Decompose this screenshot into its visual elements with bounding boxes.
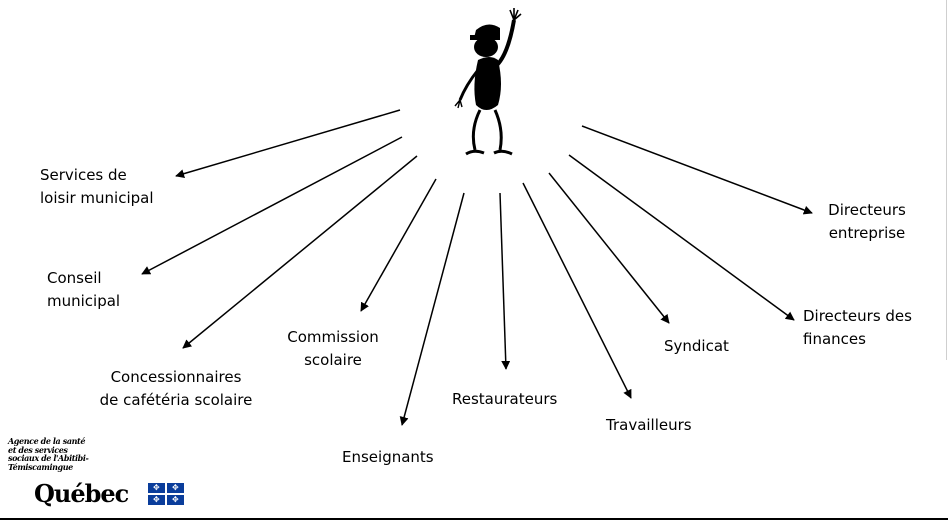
arrow-commission-scolaire	[360, 178, 437, 312]
label-concessionnaires: Concessionnaires de cafétéria scolaire	[99, 368, 253, 409]
label-syndicat: Syndicat	[664, 337, 729, 355]
agency-name: Agence de la santé et des services socia…	[8, 436, 89, 472]
label-directeurs-finances: Directeurs des finances	[803, 307, 912, 348]
label-directeurs-entreprise: Directeurs entreprise	[828, 201, 906, 242]
quebec-wordmark: Québec	[34, 479, 129, 508]
label-restaurateurs: Restaurateurs	[452, 390, 558, 408]
arrow-directeurs-finances	[568, 154, 795, 321]
arrow-syndicat	[548, 172, 670, 324]
label-services-loisir: Services de loisir municipal	[40, 166, 154, 207]
arrow-travailleurs	[522, 182, 632, 399]
fleurdelise-flag-icon: ✥ ✥ ✥ ✥	[148, 483, 184, 505]
right-edge-line	[946, 0, 947, 360]
arrow-services-loisir	[175, 109, 401, 179]
label-conseil-municipal: Conseil municipal	[47, 269, 121, 310]
arrow-restaurateurs	[499, 192, 511, 370]
label-commission-scolaire: Commission scolaire	[287, 328, 379, 369]
arrow-concessionnaires	[182, 155, 418, 349]
arrow-conseil-municipal	[141, 136, 403, 275]
label-enseignants: Enseignants	[342, 448, 434, 466]
arrow-enseignants	[399, 192, 465, 426]
label-travailleurs: Travailleurs	[606, 416, 692, 434]
agency-logo: Agence de la santé et des services socia…	[8, 437, 198, 517]
waving-stick-figure-icon	[454, 8, 522, 156]
bottom-divider	[0, 518, 948, 520]
arrow-directeurs-entreprise	[581, 125, 813, 215]
